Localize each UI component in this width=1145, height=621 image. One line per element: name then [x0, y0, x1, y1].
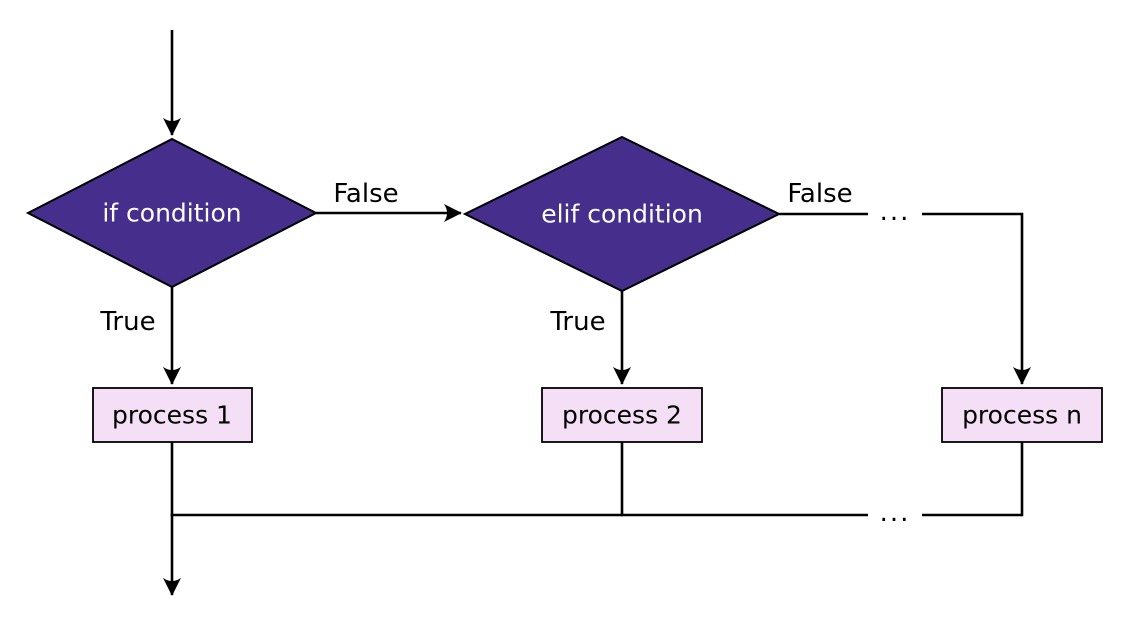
false-edge-to-process-n — [922, 212, 1031, 385]
process-1-label: process 1 — [112, 401, 232, 430]
false-label-if: False — [333, 179, 398, 209]
process-2-label: process 2 — [562, 401, 682, 430]
true-label-elif: True — [549, 307, 605, 337]
ellipsis-top: ... — [880, 197, 911, 227]
elif-condition-label: elif condition — [541, 200, 703, 229]
process-n-box — [941, 387, 1103, 443]
process-n-label: process n — [962, 401, 1082, 430]
false-label-elif: False — [787, 179, 852, 209]
process-2-box — [541, 387, 703, 443]
if-condition-label: if condition — [102, 199, 241, 228]
process-1-box — [92, 387, 253, 443]
ellipsis-bottom: ... — [880, 498, 911, 528]
true-label-if: True — [99, 307, 155, 337]
